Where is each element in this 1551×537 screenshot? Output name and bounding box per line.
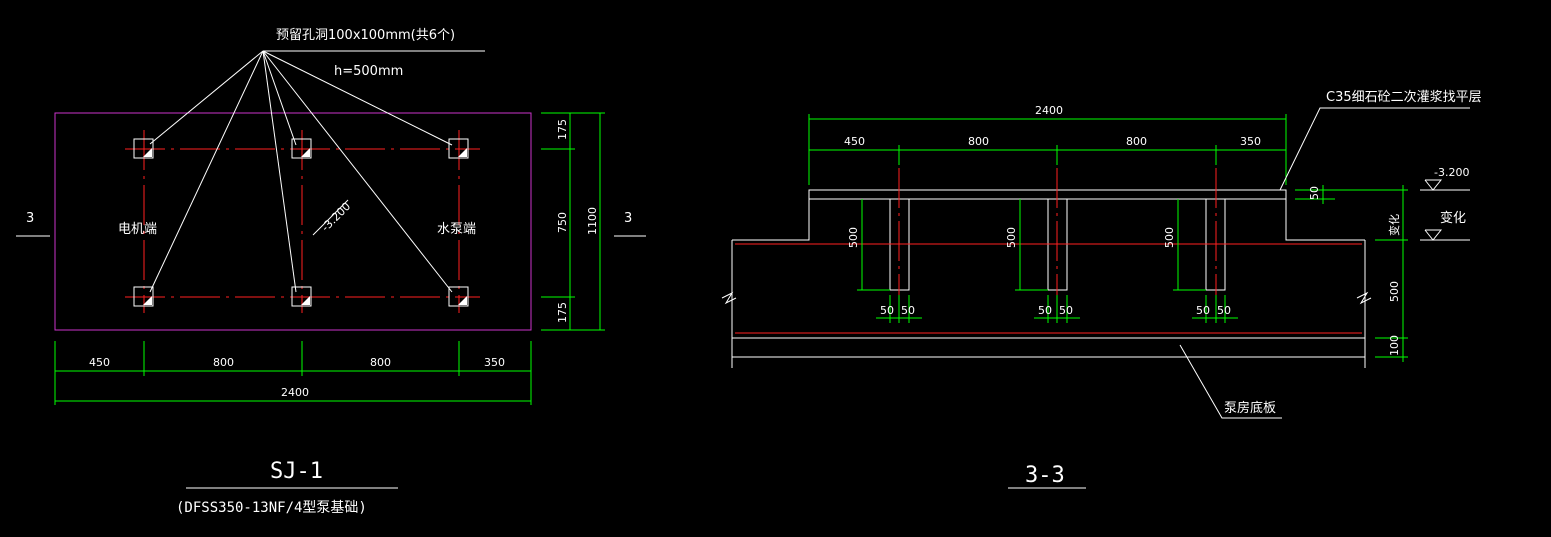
section-dim-total: 2400 bbox=[1035, 104, 1063, 117]
plan-subtitle: (DFSS350-13NF/4型泵基础) bbox=[176, 499, 367, 516]
section-note-grout: C35细石砼二次灌浆找平层 bbox=[1326, 89, 1482, 105]
section-hole-depth-1: 500 bbox=[847, 227, 860, 248]
plan-dim-bottom-4: 350 bbox=[484, 356, 505, 369]
section-hole-depth-dims bbox=[857, 199, 1206, 291]
plan-elevation-text: -3.200 bbox=[319, 200, 353, 234]
plan-dim-bottom-2: 800 bbox=[213, 356, 234, 369]
section-hole-depth-2: 500 bbox=[1005, 227, 1018, 248]
plan-dim-right-2: 750 bbox=[556, 212, 569, 233]
note-holes: 预留孔洞100x100mm(共6个) bbox=[276, 28, 455, 43]
plan-axis-lines bbox=[125, 130, 480, 313]
note-depth: h=500mm bbox=[334, 64, 403, 79]
section-elevation: -3.200 bbox=[1434, 166, 1469, 179]
section-grout-leader bbox=[1279, 107, 1470, 191]
section-rebar bbox=[735, 168, 1362, 334]
plan-dim-right-total: 1100 bbox=[586, 207, 599, 235]
section-outline bbox=[721, 189, 1372, 368]
section-hole-width-2b: 50 bbox=[1059, 304, 1073, 317]
hole-1-3 bbox=[448, 138, 469, 159]
section-view: 2400 450 800 800 350 C35细石砼二次灌浆找平层 500 5… bbox=[721, 89, 1482, 489]
section-label-floor: 泵房底板 bbox=[1224, 400, 1276, 416]
section-dim-top-4: 350 bbox=[1240, 135, 1261, 148]
section-dim-top-1: 450 bbox=[844, 135, 865, 148]
section-dim-depth: 500 bbox=[1388, 281, 1401, 302]
plan-view: 预留孔洞100x100mm(共6个) h=500mm 3 3 电机端 水泵端 -… bbox=[16, 28, 646, 516]
plan-dim-right-3: 175 bbox=[556, 302, 569, 323]
section-hole-depth-3: 500 bbox=[1163, 227, 1176, 248]
hole-2-2 bbox=[291, 286, 312, 307]
plan-holes bbox=[133, 138, 469, 307]
hole-1-1 bbox=[133, 138, 154, 159]
section-title: 3-3 bbox=[1025, 463, 1065, 488]
section-hole-width-2a: 50 bbox=[1038, 304, 1052, 317]
section-hole-width-3b: 50 bbox=[1217, 304, 1231, 317]
label-motor-end: 电机端 bbox=[118, 222, 157, 237]
plan-dim-total: 2400 bbox=[281, 386, 309, 399]
hole-1-2 bbox=[291, 138, 312, 159]
section-dims-top bbox=[808, 114, 1287, 185]
section-dim-grout: 50 bbox=[1308, 186, 1321, 200]
plan-title: SJ-1 bbox=[270, 459, 323, 484]
section-hole-width-1a: 50 bbox=[880, 304, 894, 317]
plan-elevation-tag: -3.200 bbox=[312, 199, 353, 236]
plan-dims-right bbox=[541, 112, 605, 331]
section-dim-base: 100 bbox=[1388, 335, 1401, 356]
plan-dims-bottom bbox=[54, 341, 532, 405]
section-floor-leader bbox=[1179, 344, 1282, 419]
section-hole-width-1b: 50 bbox=[901, 304, 915, 317]
section-dim-top-2: 800 bbox=[968, 135, 989, 148]
plan-dim-right-1: 175 bbox=[556, 119, 569, 140]
plan-dim-bottom-1: 450 bbox=[89, 356, 110, 369]
section-mark-right: 3 bbox=[624, 211, 632, 226]
plan-dim-bottom-3: 800 bbox=[370, 356, 391, 369]
section-dims-right bbox=[1295, 185, 1408, 362]
section-hole-width-3a: 50 bbox=[1196, 304, 1210, 317]
section-dim-top-3: 800 bbox=[1126, 135, 1147, 148]
section-elevation-change: 变化 bbox=[1440, 210, 1466, 226]
hole-2-3 bbox=[448, 286, 469, 307]
label-pump-end: 水泵端 bbox=[437, 222, 476, 237]
section-elevation-symbols bbox=[1420, 179, 1470, 241]
plan-slab-outline bbox=[54, 112, 532, 331]
plan-leader-lines bbox=[149, 50, 485, 293]
section-hole-width-dims bbox=[876, 295, 1238, 323]
section-mark-left: 3 bbox=[26, 211, 34, 226]
hole-2-1 bbox=[133, 286, 154, 307]
section-elevation-change-vertical: 变化 bbox=[1387, 214, 1401, 236]
